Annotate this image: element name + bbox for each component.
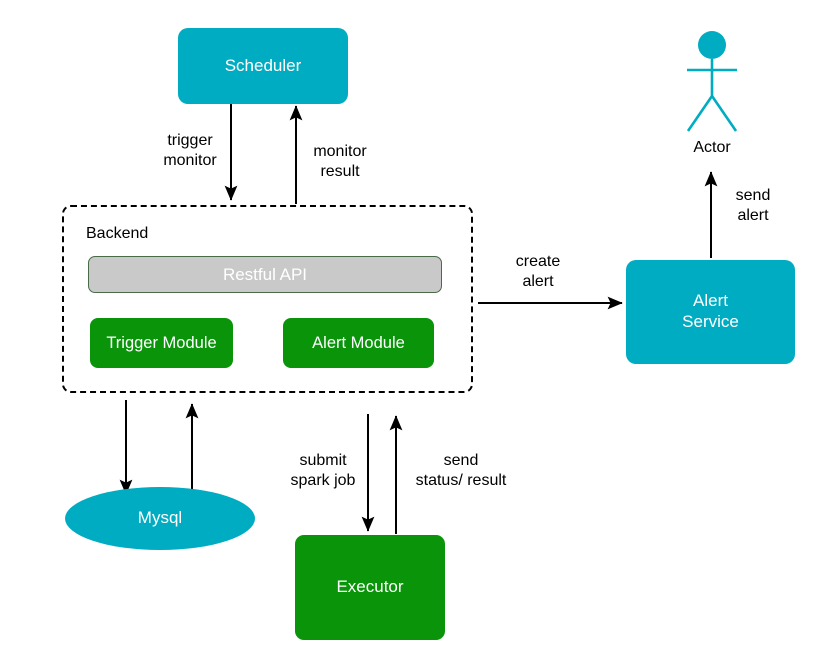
group-backend-title: Backend	[86, 225, 149, 242]
edge-label-submit-spark-job: submit spark job	[290, 452, 356, 489]
actor-label: Actor	[693, 139, 731, 156]
edge-label-create-alert: create alert	[515, 253, 561, 290]
actor-icon	[686, 31, 738, 132]
node-mysql[interactable]: Mysql	[65, 487, 255, 550]
node-alert-service[interactable]: Alert Service	[626, 260, 795, 364]
node-trigger-module[interactable]: Trigger Module	[90, 318, 233, 368]
group-backend	[62, 205, 473, 393]
edge-label-send-status-result: send status/ result	[415, 452, 507, 489]
node-executor[interactable]: Executor	[295, 535, 445, 640]
edge-label-send-alert: send alert	[735, 187, 771, 224]
edge-label-monitor-result: monitor result	[313, 143, 367, 180]
node-scheduler[interactable]: Scheduler	[178, 28, 348, 104]
node-restful-api[interactable]: Restful API	[88, 256, 442, 293]
node-alert-module[interactable]: Alert Module	[283, 318, 434, 368]
edge-label-trigger-monitor: trigger monitor	[163, 132, 217, 169]
node-actor[interactable]	[676, 28, 748, 138]
